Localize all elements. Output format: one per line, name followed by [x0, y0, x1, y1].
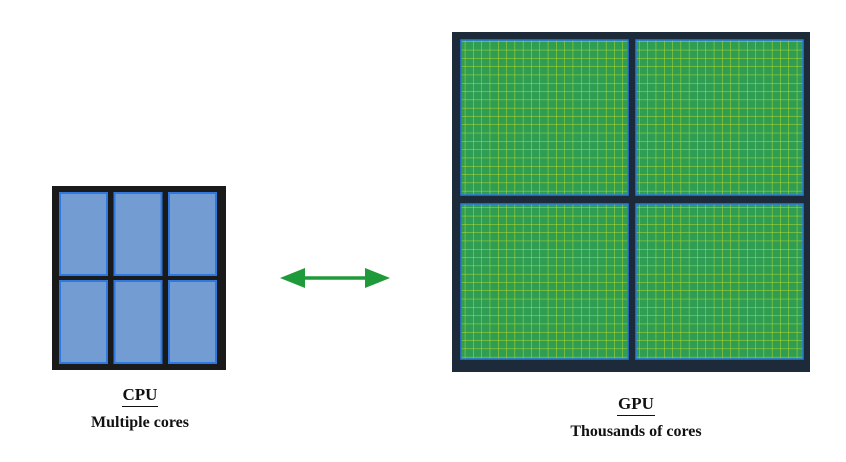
cpu-chip [52, 186, 226, 370]
gpu-subtitle: Thousands of cores [570, 423, 702, 440]
gpu-caption: GPU Thousands of cores [546, 394, 726, 442]
gpu-chip [452, 32, 810, 372]
cpu-core [59, 192, 108, 276]
cpu-core [113, 280, 163, 364]
gpu-title: GPU [617, 394, 655, 416]
arrow-head-left [280, 268, 305, 288]
gpu-core-block [635, 203, 804, 360]
cpu-core [113, 192, 163, 276]
gpu-core-block [460, 203, 629, 360]
cpu-title: CPU [121, 385, 159, 407]
gpu-block-grid [460, 39, 804, 360]
cpu-subtitle: Multiple cores [91, 414, 189, 431]
cpu-core [168, 192, 217, 276]
cpu-core [168, 280, 217, 364]
cpu-core-grid [59, 192, 217, 364]
cpu-caption: CPU Multiple cores [60, 385, 220, 433]
gpu-core-block [635, 39, 804, 196]
gpu-core-block [460, 39, 629, 196]
arrow-head-right [365, 268, 390, 288]
cpu-core [59, 280, 108, 364]
double-arrow-icon [280, 268, 390, 288]
